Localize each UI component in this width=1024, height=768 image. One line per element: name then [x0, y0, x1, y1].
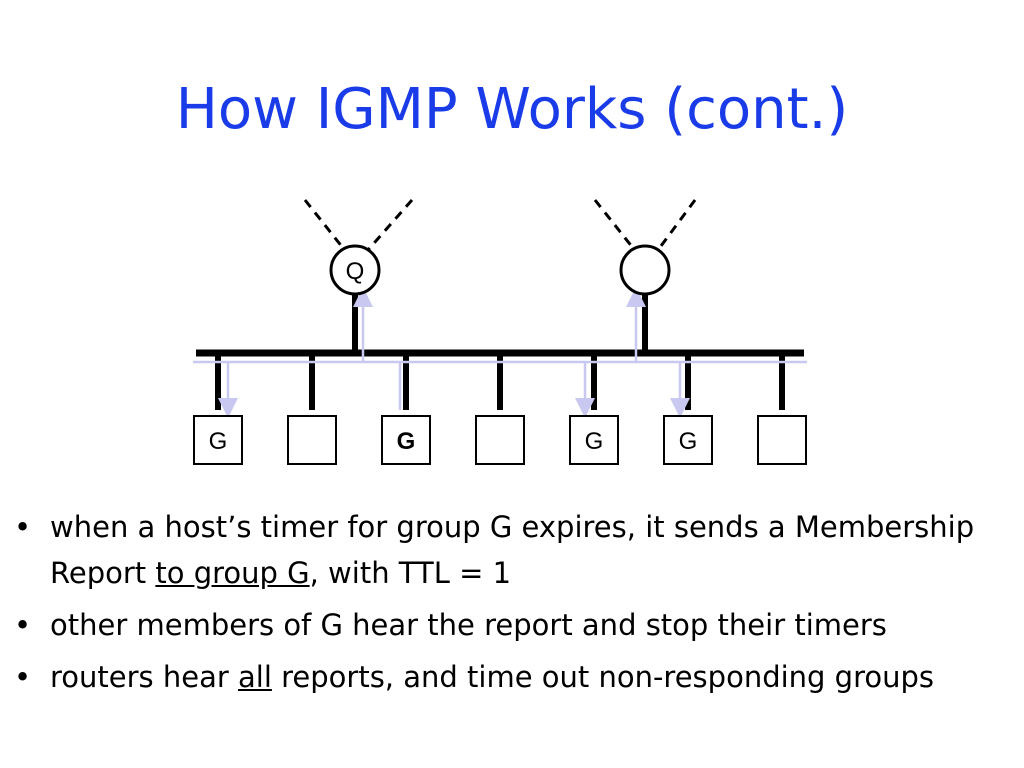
host-3-label: G	[397, 428, 416, 455]
router-q-label: Q	[346, 258, 365, 285]
bullet-routers-hear: routers hear all reports, and time out n…	[10, 654, 1010, 700]
router-q-uplinks	[303, 199, 414, 251]
host-1: G	[193, 415, 243, 465]
slide-title: How IGMP Works (cont.)	[175, 77, 849, 142]
host-2	[287, 415, 337, 465]
host-6: G	[663, 415, 713, 465]
host-3: G	[381, 415, 431, 465]
bullet-1-underlined: to group G	[155, 556, 310, 590]
bullet-2-text: other members of G hear the report and s…	[50, 608, 887, 642]
bullet-1-text: when a host’s timer for group G expires,…	[50, 510, 975, 590]
report-path	[193, 287, 807, 418]
host-drop-lines	[215, 356, 785, 410]
host-1-label: G	[209, 428, 228, 455]
host-5-label: G	[585, 428, 604, 455]
bullet-list: when a host’s timer for group G expires,…	[10, 504, 1010, 706]
bullet-3-tail: reports, and time out non-responding gro…	[271, 660, 935, 694]
bullet-timer-expires: when a host’s timer for group G expires,…	[10, 504, 1010, 596]
bullet-3-underlined: all	[238, 660, 272, 694]
host-6-label: G	[679, 428, 698, 455]
bullet-3-text: routers hear	[50, 660, 239, 694]
router-2	[619, 244, 671, 296]
bullet-members-hear: other members of G hear the report and s…	[10, 602, 1010, 648]
router-2-uplinks	[593, 199, 697, 251]
bullet-1-tail: , with TTL = 1	[309, 556, 512, 590]
host-7	[757, 415, 807, 465]
host-4	[475, 415, 525, 465]
host-5: G	[569, 415, 619, 465]
router-q: Q	[329, 244, 381, 296]
